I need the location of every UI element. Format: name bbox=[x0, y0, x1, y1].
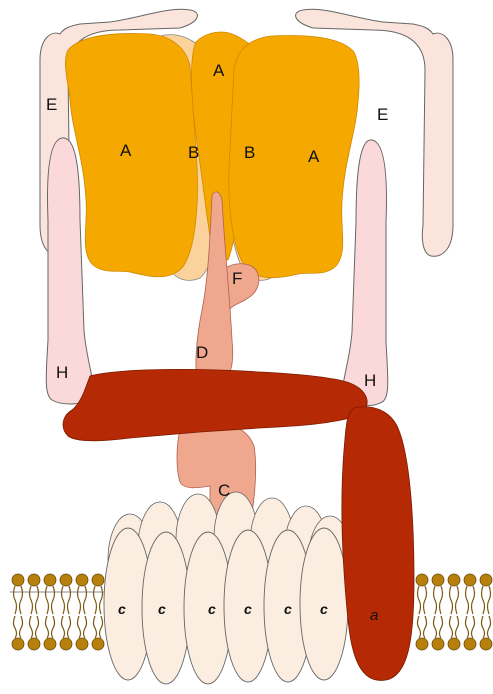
c-subunit bbox=[142, 532, 190, 684]
lipid-head bbox=[92, 574, 104, 586]
lipid-head bbox=[416, 638, 428, 650]
label-a-membrane: a bbox=[370, 607, 378, 624]
label-h-left: H bbox=[56, 363, 68, 382]
subunit-h-right bbox=[342, 140, 387, 406]
lipid-head bbox=[60, 638, 72, 650]
lipid-head bbox=[92, 638, 104, 650]
lipid-tail bbox=[62, 586, 71, 614]
label-e-right: E bbox=[377, 105, 388, 124]
label-b-left: B bbox=[188, 143, 199, 162]
lipid-tail bbox=[78, 616, 87, 638]
lipid-tail bbox=[450, 586, 459, 614]
lipid-tail bbox=[482, 616, 491, 638]
lipid-tail bbox=[94, 586, 103, 614]
lipid-head bbox=[44, 574, 56, 586]
lipid-tail bbox=[46, 616, 55, 638]
lipid-head bbox=[12, 638, 24, 650]
label-d: D bbox=[196, 343, 208, 362]
label-a-top: A bbox=[213, 61, 225, 80]
lipid-tail bbox=[94, 616, 103, 638]
lipid-tail bbox=[30, 616, 39, 638]
label-c-ring: c bbox=[118, 601, 126, 617]
lipid-molecules-right bbox=[416, 574, 492, 650]
lipid-head bbox=[464, 638, 476, 650]
lipid-tail bbox=[46, 586, 55, 614]
label-e-left: E bbox=[46, 95, 57, 114]
lipid-tail bbox=[418, 616, 427, 638]
label-a-right: A bbox=[308, 147, 320, 166]
lipid-head bbox=[432, 574, 444, 586]
label-a-left: A bbox=[120, 141, 132, 160]
lipid-tail bbox=[78, 586, 87, 614]
label-c-ring: c bbox=[244, 601, 252, 617]
subunit-a-left bbox=[65, 34, 197, 277]
lipid-tail bbox=[418, 586, 427, 614]
subunit-a-membrane bbox=[342, 407, 414, 681]
lipid-head bbox=[28, 638, 40, 650]
lipid-tail bbox=[466, 586, 475, 614]
lipid-head bbox=[480, 574, 492, 586]
lipid-tail bbox=[14, 586, 23, 614]
label-c-ring: c bbox=[320, 601, 328, 617]
lipid-head bbox=[448, 638, 460, 650]
label-f: F bbox=[232, 269, 242, 288]
lipid-head bbox=[28, 574, 40, 586]
lipid-head bbox=[432, 638, 444, 650]
lipid-tail bbox=[466, 616, 475, 638]
label-c-stalk: C bbox=[218, 481, 230, 500]
lipid-tail bbox=[30, 586, 39, 614]
label-c-ring: c bbox=[158, 601, 166, 617]
label-c-ring: c bbox=[208, 601, 216, 617]
lipid-head bbox=[12, 574, 24, 586]
label-b-right: B bbox=[244, 143, 255, 162]
lipid-tail bbox=[482, 586, 491, 614]
lipid-head bbox=[464, 574, 476, 586]
membrane-left bbox=[10, 574, 108, 650]
lipid-head bbox=[76, 638, 88, 650]
lipid-head bbox=[448, 574, 460, 586]
stator-arm-horizontal bbox=[63, 369, 367, 440]
lipid-head bbox=[44, 638, 56, 650]
lipid-head bbox=[416, 574, 428, 586]
lipid-tail bbox=[450, 616, 459, 638]
lipid-head bbox=[480, 638, 492, 650]
lipid-molecules-left bbox=[12, 574, 104, 650]
label-c-ring: c bbox=[284, 601, 292, 617]
lipid-tail bbox=[62, 616, 71, 638]
lipid-tail bbox=[434, 616, 443, 638]
lipid-head bbox=[76, 574, 88, 586]
label-h-right: H bbox=[364, 371, 376, 390]
lipid-head bbox=[60, 574, 72, 586]
membrane-right bbox=[416, 574, 492, 650]
lipid-tail bbox=[14, 616, 23, 638]
lipid-tail bbox=[434, 586, 443, 614]
